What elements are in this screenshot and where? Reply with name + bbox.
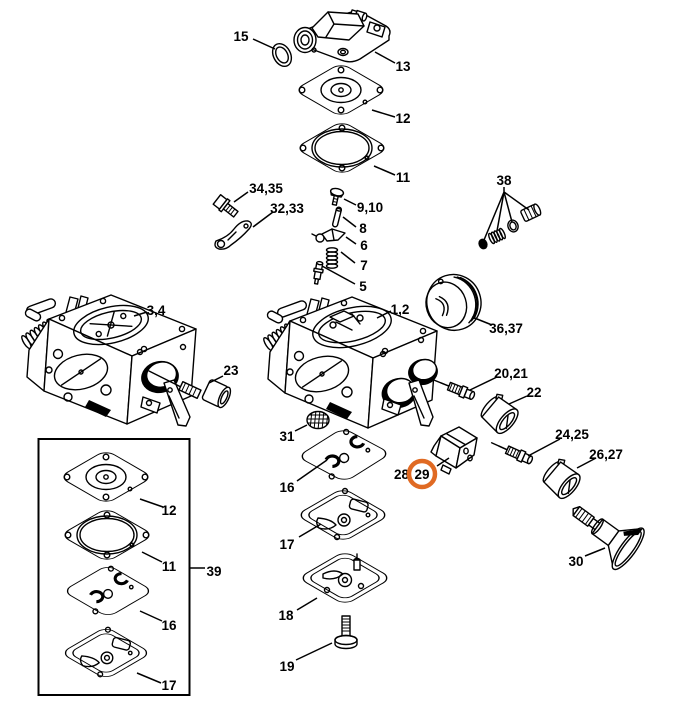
leader-23 xyxy=(208,375,224,384)
leader-32-33 xyxy=(252,211,274,228)
part-23-drawing xyxy=(148,370,232,409)
part-13-drawing xyxy=(293,9,391,63)
part-label-39[interactable]: 39 xyxy=(206,564,221,579)
part-32-33-drawing xyxy=(214,220,252,250)
leader-12-top xyxy=(371,109,396,118)
part-label-box-16[interactable]: 16 xyxy=(161,618,177,633)
part-label-19[interactable]: 19 xyxy=(279,659,294,674)
leader-19 xyxy=(295,642,333,661)
part-28-29-drawing xyxy=(430,426,478,475)
part-label-30[interactable]: 30 xyxy=(568,554,583,569)
part-label-17-mid[interactable]: 17 xyxy=(279,537,294,552)
part-6-drawing xyxy=(311,228,346,243)
leader-box-16 xyxy=(139,610,163,622)
part-19-drawing xyxy=(334,615,358,650)
leader-15 xyxy=(252,38,276,50)
part-34-35-drawing xyxy=(212,194,239,218)
part-31-drawing xyxy=(306,410,330,430)
part-label-11-top[interactable]: 11 xyxy=(396,170,411,185)
part-label-20-21[interactable]: 20,21 xyxy=(494,366,528,381)
part-label-36-37[interactable]: 36,37 xyxy=(489,321,523,336)
leader-24-25 xyxy=(527,438,561,457)
part-26-27-drawing xyxy=(542,458,581,500)
leader-8 xyxy=(342,216,357,228)
part-label-31[interactable]: 31 xyxy=(279,429,295,444)
part-label-box-11[interactable]: 11 xyxy=(162,559,177,574)
part-label-24-25[interactable]: 24,25 xyxy=(555,427,589,442)
part-5-drawing xyxy=(313,260,324,285)
part-label-28[interactable]: 28 xyxy=(394,467,410,482)
leader-9-10 xyxy=(343,198,357,206)
part-15-drawing xyxy=(271,42,293,68)
leader-7 xyxy=(340,251,356,264)
part-20-21-drawing xyxy=(432,379,476,400)
leader-22 xyxy=(508,395,528,405)
part-label-box-17[interactable]: 17 xyxy=(161,678,176,693)
leader-30 xyxy=(584,547,606,557)
part-label-15[interactable]: 15 xyxy=(233,29,249,44)
part-label-6[interactable]: 6 xyxy=(360,238,368,253)
box-part-12-drawing xyxy=(59,450,152,504)
part-7-drawing xyxy=(325,247,339,269)
highlight-ring-29[interactable] xyxy=(406,458,438,490)
leader-11-top xyxy=(373,165,396,176)
leader-38 xyxy=(483,187,530,241)
leader-box-12 xyxy=(139,498,164,508)
part-label-16-mid[interactable]: 16 xyxy=(279,480,295,495)
part-12-drawing xyxy=(294,63,387,117)
leader-16-mid xyxy=(296,459,328,482)
part-24-25-drawing xyxy=(490,442,534,465)
part-label-box-12[interactable]: 12 xyxy=(161,503,176,518)
part-label-32-33[interactable]: 32,33 xyxy=(270,201,304,216)
leader-1-2 xyxy=(376,310,392,319)
part-label-1-2[interactable]: 1,2 xyxy=(391,302,410,317)
leader-13 xyxy=(374,51,396,64)
leader-26-27 xyxy=(576,457,597,469)
part-1-2-drawing xyxy=(263,296,438,429)
part-label-23[interactable]: 23 xyxy=(223,363,239,378)
part-label-29[interactable]: 29 xyxy=(414,467,429,482)
leader-31 xyxy=(294,424,308,432)
part-8-drawing xyxy=(331,206,343,228)
part-label-38[interactable]: 38 xyxy=(496,173,512,188)
leader-3-4 xyxy=(133,311,148,317)
part-label-12-top[interactable]: 12 xyxy=(395,111,410,126)
part-17-drawing xyxy=(296,488,389,542)
part-3-4-drawing xyxy=(21,294,197,427)
leader-17-mid xyxy=(298,523,322,538)
part-22-drawing xyxy=(480,393,519,435)
part-label-13[interactable]: 13 xyxy=(395,59,411,74)
leader-36-37 xyxy=(471,316,493,326)
leader-5 xyxy=(321,265,356,285)
leader-34-35 xyxy=(233,191,249,203)
part-label-26-27[interactable]: 26,27 xyxy=(589,447,623,462)
box-part-11-drawing xyxy=(60,508,153,562)
leader-box-11 xyxy=(141,551,163,563)
part-label-34-35[interactable]: 34,35 xyxy=(249,181,283,196)
leader-6 xyxy=(345,236,357,245)
leader-box-17 xyxy=(136,672,162,684)
part-label-3-4[interactable]: 3,4 xyxy=(147,303,166,318)
part-label-5[interactable]: 5 xyxy=(359,279,367,294)
part-label-22[interactable]: 22 xyxy=(526,385,541,400)
leader-28-29 xyxy=(436,457,450,467)
part-label-7[interactable]: 7 xyxy=(360,258,368,273)
part-9-10-drawing xyxy=(329,187,345,206)
part-36-37-drawing xyxy=(425,273,482,331)
part-label-18[interactable]: 18 xyxy=(278,608,294,623)
part-18-drawing xyxy=(297,550,393,606)
leader-20-21 xyxy=(469,376,498,391)
part-label-9-10[interactable]: 9,10 xyxy=(357,200,383,215)
gasket-kit-box xyxy=(37,438,191,696)
box-part-17-drawing xyxy=(61,627,152,680)
part-38-drawing xyxy=(478,203,542,250)
box-part-16-drawing xyxy=(63,565,154,618)
part-16-drawing xyxy=(296,426,391,483)
part-label-8[interactable]: 8 xyxy=(359,221,367,236)
part-30-drawing xyxy=(572,505,645,571)
leader-18 xyxy=(296,597,318,611)
